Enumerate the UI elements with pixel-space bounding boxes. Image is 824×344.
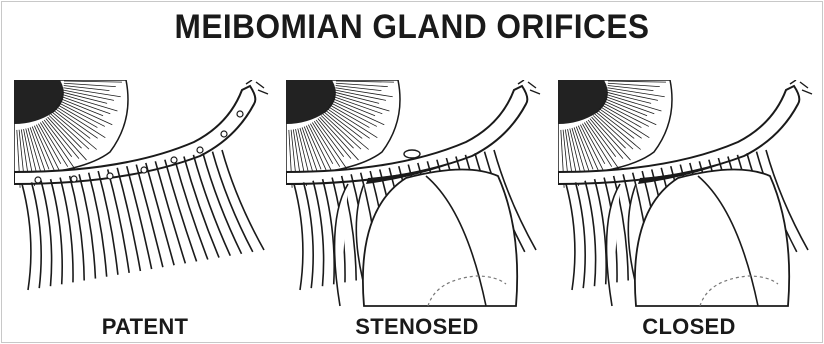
eyelash bbox=[98, 171, 118, 275]
gland-orifice bbox=[221, 131, 227, 137]
panel-stenosed bbox=[286, 80, 548, 308]
figure-title: MEIBOMIAN GLAND ORIFICES bbox=[29, 8, 795, 47]
eyelash bbox=[117, 168, 140, 271]
eyelash bbox=[323, 179, 335, 284]
eyelash bbox=[70, 176, 85, 281]
eyelash bbox=[89, 173, 107, 277]
gland-orifice bbox=[141, 167, 147, 173]
panel-label-stenosed: STENOSED bbox=[286, 314, 548, 340]
gland-orifice bbox=[35, 177, 41, 183]
panel-label-closed: CLOSED bbox=[558, 314, 820, 340]
gland-orifice bbox=[71, 176, 77, 182]
eyelid-illustration-closed bbox=[558, 80, 820, 308]
eyelash bbox=[108, 169, 129, 272]
eyelid-illustration-stenosed bbox=[286, 80, 548, 308]
gland-orifice bbox=[107, 173, 113, 179]
eyelash bbox=[576, 182, 586, 288]
gland-orifice bbox=[237, 111, 243, 117]
eyelid-illustration-patent bbox=[14, 80, 276, 308]
panel-label-patent: PATENT bbox=[14, 314, 276, 340]
eyelash bbox=[595, 179, 607, 284]
eyelash bbox=[41, 181, 52, 286]
eyelash bbox=[585, 181, 596, 286]
eyelash bbox=[313, 181, 324, 286]
gland-orifice bbox=[197, 147, 203, 153]
eyelash bbox=[294, 184, 303, 290]
eyelash bbox=[304, 182, 314, 288]
eyelash bbox=[22, 184, 31, 290]
stenosed-orifice bbox=[404, 150, 420, 158]
eyelash bbox=[51, 179, 63, 284]
eyelash bbox=[32, 182, 42, 288]
panel-patent bbox=[14, 80, 276, 308]
eyelash bbox=[566, 184, 575, 290]
gland-orifice bbox=[171, 157, 177, 163]
eyelash bbox=[127, 166, 152, 269]
panel-closed bbox=[558, 80, 820, 308]
